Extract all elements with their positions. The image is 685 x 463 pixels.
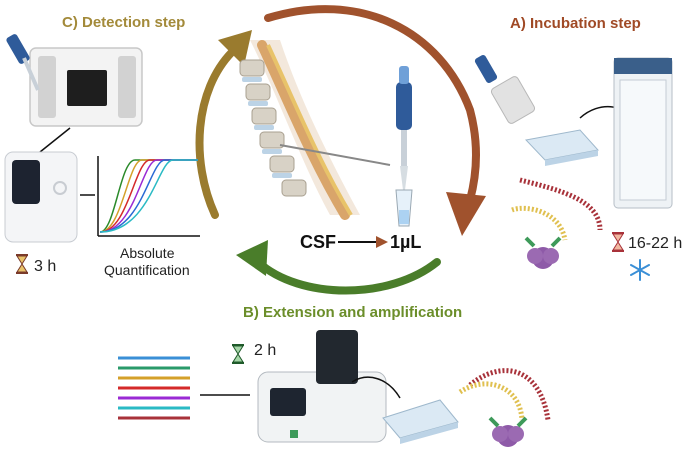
snowflake-icon xyxy=(630,259,650,281)
quantification-label: Quantification xyxy=(104,262,190,278)
pipette-icon xyxy=(474,54,536,124)
hourglass-icon xyxy=(16,254,28,274)
absolute-label: Absolute xyxy=(120,245,175,261)
extension-arrow-machine xyxy=(351,376,401,399)
pipette-icon xyxy=(395,66,413,227)
extension-step-title: B) Extension and amplification xyxy=(243,304,463,321)
detection-step-title: C) Detection step xyxy=(62,14,186,31)
cycle-arrows xyxy=(195,5,486,295)
volume-label: 1µL xyxy=(390,232,422,252)
antibody-complex-icon xyxy=(488,416,528,447)
arrow-extension-head xyxy=(236,240,268,276)
time-detection: 3 h xyxy=(34,258,57,275)
arrow-incubation-head xyxy=(446,192,486,236)
arrow-extension xyxy=(254,258,441,295)
fridge-icon xyxy=(613,57,673,209)
dna-strands-icon xyxy=(118,356,190,420)
dna-strands-icon xyxy=(511,177,603,241)
incubation-step-title: A) Incubation step xyxy=(510,15,641,32)
qpcr-machine-icon xyxy=(4,151,78,243)
chip-icon xyxy=(29,47,143,127)
thermocycler-icon xyxy=(257,330,387,443)
time-incubation: 16-22 h xyxy=(628,235,683,252)
detection-arrow-down xyxy=(39,127,71,153)
arrow-incubation xyxy=(264,5,480,204)
time-extension: 2 h xyxy=(254,342,277,359)
antibody-complex-icon xyxy=(524,236,562,269)
pipette-icon xyxy=(6,34,40,91)
dna-strands-icon xyxy=(458,368,551,421)
hourglass-icon xyxy=(232,344,244,364)
amplification-curves xyxy=(97,156,200,237)
spine-illustration xyxy=(239,40,391,220)
well-plate-icon xyxy=(525,129,599,166)
csf-label: CSF xyxy=(300,232,336,252)
hourglass-icon xyxy=(612,232,624,252)
arrow-detection xyxy=(195,48,236,219)
arrow-detection-head xyxy=(218,30,252,66)
well-plate-icon xyxy=(382,399,459,444)
